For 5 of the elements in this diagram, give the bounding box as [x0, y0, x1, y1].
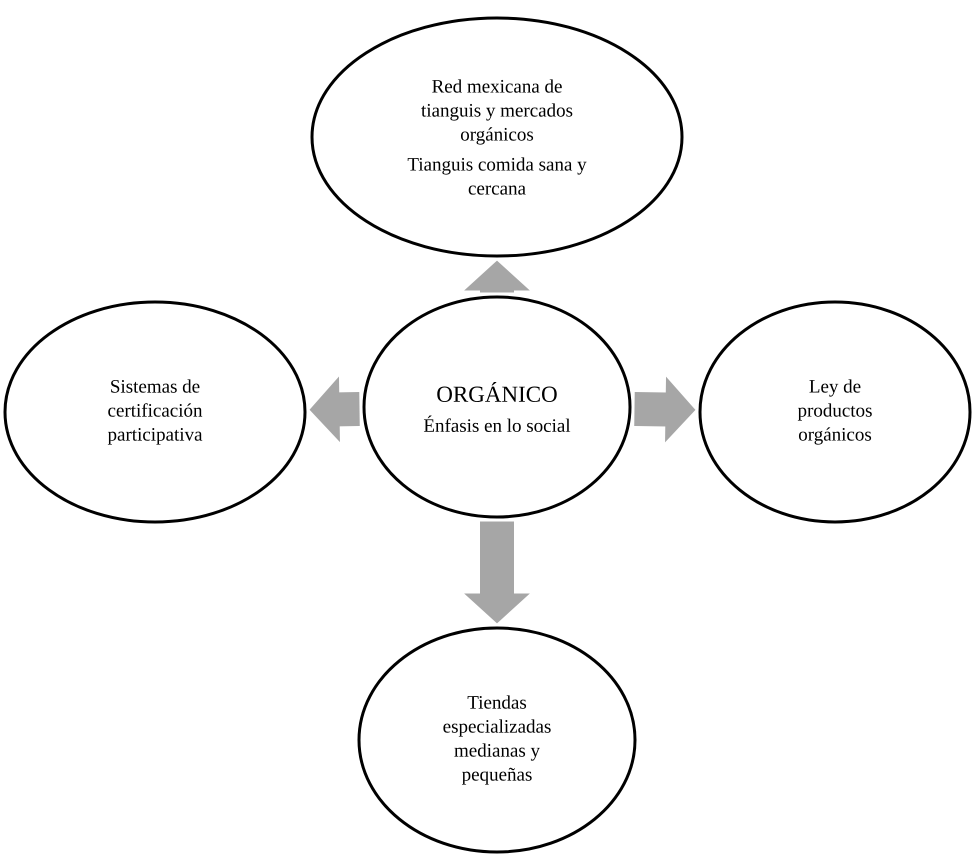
- ellipse-node: Red mexicana de tianguis y mercados orgánicos Tianguis comida sana y cercana: [310, 16, 684, 258]
- ellipse-node: Sistemas de certificación participativa: [4, 300, 306, 524]
- ellipse-node: ORGÁNICO Énfasis en lo social: [362, 296, 632, 518]
- ellipse-node: Tiendas especializadas medianas y pequeñas: [358, 626, 636, 854]
- ellipse-node: Ley de productos orgánicos: [698, 300, 972, 524]
